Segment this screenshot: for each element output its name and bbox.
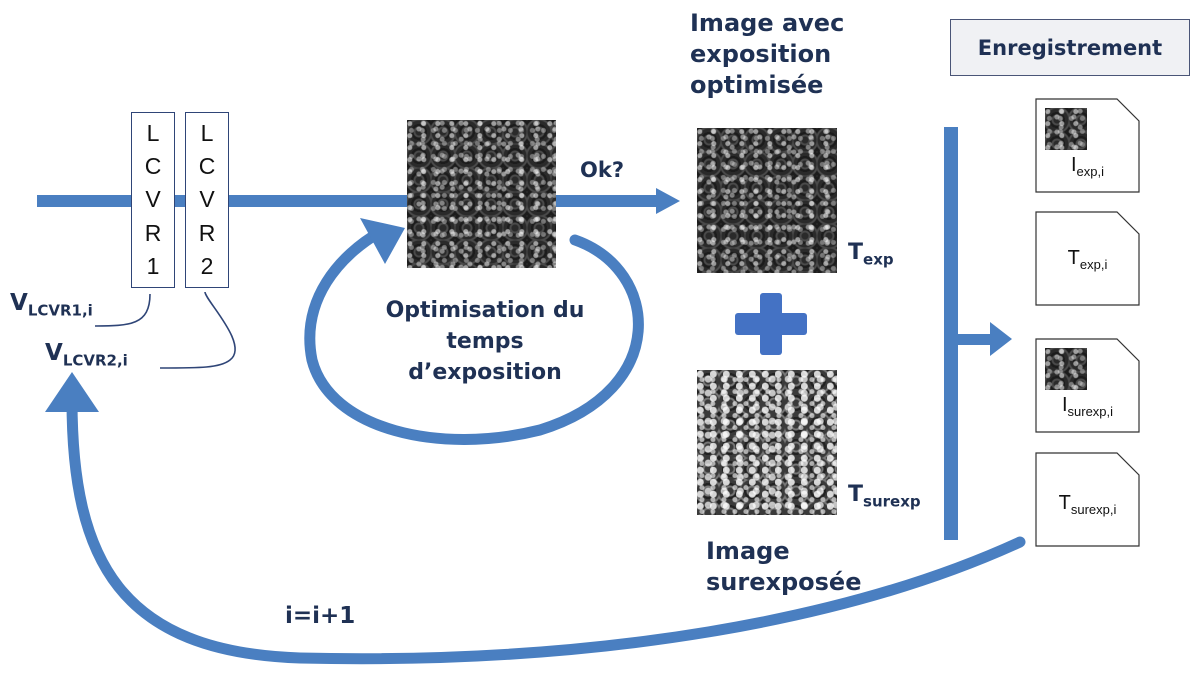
document-icon: Texp,i bbox=[1035, 211, 1140, 306]
document-main: I bbox=[1070, 154, 1077, 176]
t-exp-sub: exp bbox=[863, 250, 894, 269]
lcvr1-char: R bbox=[144, 219, 162, 246]
t-surexp-label: Tsurexp bbox=[848, 482, 921, 510]
v-lcvr2-sub: LCVR2,i bbox=[62, 351, 128, 370]
t-surexp-main: T bbox=[848, 482, 864, 507]
optimisation-label: Optimisation du temps d’exposition bbox=[350, 295, 620, 388]
optimisation-line2: temps bbox=[446, 329, 524, 354]
record-branch bbox=[958, 334, 993, 345]
document-label: Iexp,i bbox=[1035, 154, 1140, 179]
v-lcvr2-main: V bbox=[45, 340, 63, 366]
arrow-right-icon bbox=[656, 188, 680, 214]
t-surexp-sub: surexp bbox=[863, 492, 921, 511]
speckle-image-optimised bbox=[697, 128, 837, 273]
speckle-image-current bbox=[407, 120, 556, 268]
lcvr1-char: L bbox=[146, 120, 160, 147]
v-lcvr1-main: V bbox=[10, 290, 28, 316]
record-bar bbox=[944, 127, 958, 540]
loop-arrow-icon bbox=[304, 226, 644, 445]
v2-leader bbox=[159, 291, 236, 369]
v-lcvr2-label: VLCVR2,i bbox=[45, 340, 128, 370]
optimisation-line3: d’exposition bbox=[408, 360, 562, 385]
loop-arrowhead bbox=[360, 218, 405, 264]
return-arrowhead bbox=[45, 372, 99, 412]
lcvr1-box: L C V R 1 bbox=[131, 112, 175, 288]
v1-leader bbox=[94, 293, 151, 327]
v-lcvr1-sub: LCVR1,i bbox=[27, 301, 93, 320]
document-main: T bbox=[1058, 492, 1071, 514]
lcvr2-char: C bbox=[198, 153, 216, 180]
document-sub: exp,i bbox=[1076, 164, 1105, 179]
document-main: I bbox=[1061, 394, 1068, 416]
record-arrowhead bbox=[990, 322, 1012, 356]
document-sub: surexp,i bbox=[1070, 502, 1117, 517]
document-icon: Iexp,i bbox=[1035, 98, 1140, 193]
document-label: Isurexp,i bbox=[1035, 394, 1140, 419]
lcvr1-char: C bbox=[144, 153, 162, 180]
image-overexposed-title: Image surexposée bbox=[706, 536, 861, 598]
document-label: Tsurexp,i bbox=[1035, 492, 1140, 517]
recording-panel-title: Enregistrement bbox=[950, 19, 1190, 76]
document-icon: Tsurexp,i bbox=[1035, 452, 1140, 547]
beam-to-ok bbox=[556, 195, 656, 207]
lcvr1-char: V bbox=[145, 186, 161, 213]
ok-label: Ok? bbox=[580, 158, 624, 182]
t-exp-label: Texp bbox=[848, 240, 894, 268]
image-sur-line2: surexposée bbox=[706, 568, 862, 596]
optimisation-line1: Optimisation du bbox=[385, 298, 585, 323]
lcvr2-char: L bbox=[200, 120, 214, 147]
v-lcvr1-label: VLCVR1,i bbox=[10, 290, 93, 320]
lcvr2-char: 2 bbox=[200, 252, 214, 279]
loop-increment-label: i=i+1 bbox=[285, 603, 356, 629]
lcvr2-char: R bbox=[198, 219, 216, 246]
speckle-image-overexposed bbox=[697, 370, 837, 515]
image-opt-line2: exposition bbox=[690, 40, 832, 68]
document-sub: surexp,i bbox=[1067, 404, 1114, 419]
lcvr1-char: 1 bbox=[146, 252, 160, 279]
plus-icon bbox=[735, 293, 807, 355]
document-thumbnail bbox=[1045, 108, 1087, 150]
t-exp-main: T bbox=[848, 240, 864, 265]
document-label: Texp,i bbox=[1035, 247, 1140, 272]
document-sub: exp,i bbox=[1079, 257, 1108, 272]
image-sur-line1: Image bbox=[706, 537, 790, 565]
lcvr2-char: V bbox=[199, 186, 215, 213]
document-thumbnail bbox=[1045, 348, 1087, 390]
image-opt-line1: Image avec bbox=[690, 9, 845, 37]
lcvr2-box: L C V R 2 bbox=[185, 112, 229, 288]
document-main: T bbox=[1067, 247, 1080, 269]
image-optimised-title: Image avec exposition optimisée bbox=[690, 8, 844, 101]
document-icon: Isurexp,i bbox=[1035, 338, 1140, 433]
return-arc bbox=[66, 394, 1026, 665]
image-opt-line3: optimisée bbox=[690, 71, 824, 99]
